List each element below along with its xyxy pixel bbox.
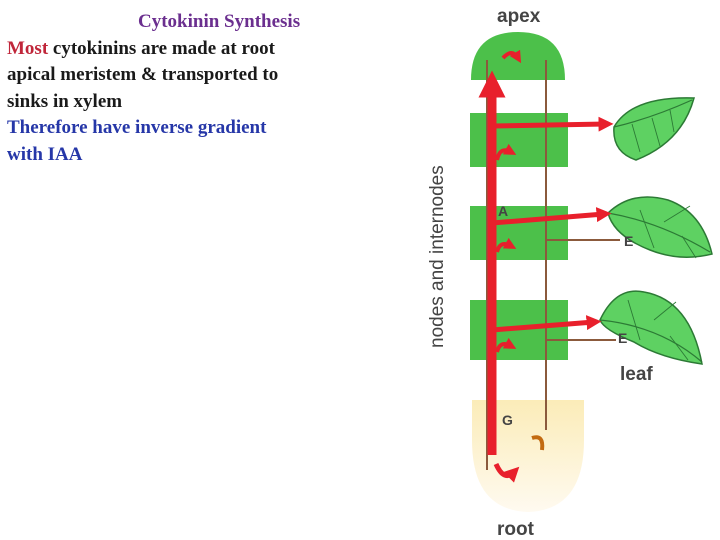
curl-apex — [501, 49, 522, 64]
curl-node-3 — [495, 337, 517, 353]
line-5: with IAA — [7, 143, 83, 165]
label-e-lower: E — [618, 330, 627, 346]
line-4: Therefore have inverse gradient — [7, 117, 267, 138]
arrow-to-leaf-middle — [491, 207, 612, 226]
apex-label: apex — [497, 6, 541, 27]
label-e-upper: E — [624, 233, 633, 249]
arrow-to-leaf-lower — [491, 315, 602, 333]
leaf-label: leaf — [620, 364, 653, 385]
cytokinin-transport-diagram: apex root leaf nodes and internodes A E … — [427, 6, 713, 540]
curl-root-tip — [493, 462, 520, 483]
label-a: A — [498, 203, 508, 219]
root-region — [472, 400, 584, 512]
slide-title: Cytokinin Synthesis — [138, 11, 301, 32]
curl-node-2 — [495, 237, 517, 253]
leaf-lower — [599, 290, 703, 365]
line-2: apical meristem & transported to — [7, 64, 279, 85]
slide-text-block: Cytokinin Synthesis Most cytokinins are … — [7, 9, 402, 168]
line-1-rest: cytokinins are made at root — [48, 37, 275, 59]
curl-root-g — [531, 435, 545, 451]
line-3: sinks in xylem — [7, 90, 123, 112]
internode-2 — [470, 206, 568, 260]
highlight-most: Most — [7, 37, 49, 59]
leaf-middle — [607, 196, 713, 259]
curl-node-1 — [495, 143, 517, 161]
label-g: G — [502, 412, 513, 428]
arrow-to-leaf-top — [491, 116, 614, 132]
line-1: Most cytokinins are made at root — [7, 38, 275, 59]
side-label: nodes and internodes — [427, 165, 448, 348]
internode-1 — [470, 113, 568, 167]
leaf-top — [613, 97, 695, 161]
root-label: root — [497, 519, 535, 540]
